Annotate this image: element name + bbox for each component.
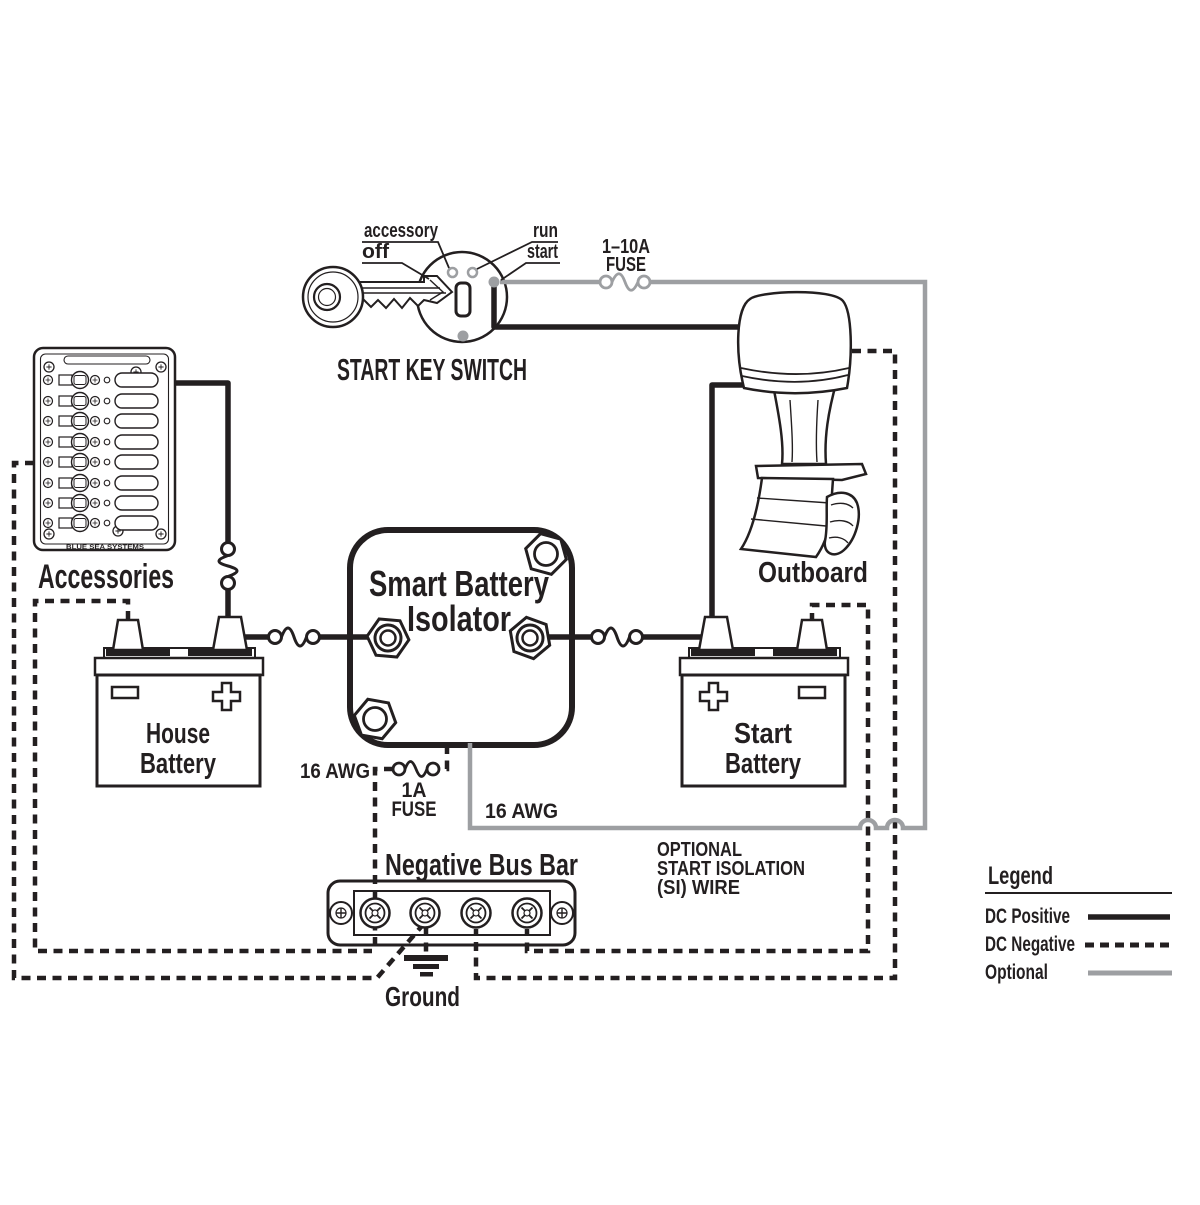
legend-item-dc-positive: DC Positive <box>985 905 1070 928</box>
si-wire-note: OPTIONAL START ISOLATION (SI) WIRE <box>657 839 805 899</box>
label-key-fuse: FUSE <box>606 254 646 276</box>
house-battery-label-2: Battery <box>140 748 216 780</box>
si-note-line2: START ISOLATION <box>657 858 805 880</box>
si-note-line1: OPTIONAL <box>657 839 742 861</box>
run-position-dot <box>466 266 479 279</box>
label-accessories: Accessories <box>38 558 174 596</box>
isolator-terminal-left <box>365 617 411 659</box>
legend-item-dc-negative: DC Negative <box>985 933 1075 956</box>
busbar-terminal-4 <box>511 897 543 929</box>
start-negative-post <box>795 618 829 652</box>
isolator-label-1: Smart Battery <box>369 563 549 604</box>
busbar-terminal-1 <box>359 897 391 929</box>
optional-si-wire <box>467 279 928 831</box>
start-battery-label-1: Start <box>734 718 792 750</box>
label-negative-bus-bar: Negative Bus Bar <box>385 847 578 882</box>
wire-outboard-negative <box>473 348 898 981</box>
outboard-motor-figure <box>736 290 868 559</box>
minus-symbol-icon <box>797 685 827 700</box>
fuse-start-positive <box>590 626 644 648</box>
label-1a-amperage: 1A <box>402 779 427 802</box>
wire-start-battery-negative <box>524 602 871 954</box>
label-1a-fuse: FUSE <box>392 798 437 821</box>
isolator-terminal-top-right <box>524 532 568 576</box>
key-switch-annotations: accessory off run start 1–10A FUSE START… <box>337 220 650 387</box>
keyhole-icon <box>454 281 472 318</box>
label-accessory: accessory <box>364 220 439 242</box>
isolator-terminal-right <box>508 615 552 661</box>
wire-accessories-negative <box>11 460 423 981</box>
house-negative-post <box>111 618 145 652</box>
accessory-position-dot <box>446 266 459 279</box>
house-battery-label-1: House <box>146 718 210 750</box>
wire-outboard-to-start-battery <box>709 382 745 622</box>
house-battery: House Battery <box>93 615 265 788</box>
isolator-terminal-bottom-left <box>352 697 398 741</box>
key-icon <box>301 265 454 329</box>
legend-title: Legend <box>988 862 1053 890</box>
leader-start <box>500 262 560 281</box>
leader-run <box>476 241 558 270</box>
fuse-accessories-wire <box>217 541 239 591</box>
legend: Legend DC Positive DC Negative Optional <box>985 862 1174 984</box>
plus-symbol-icon <box>698 681 729 712</box>
label-key-fuse-amperage: 1–10A <box>602 236 650 258</box>
outboard-cowling <box>736 290 853 395</box>
minus-symbol-icon <box>110 685 140 700</box>
fuse-key-switch-1-10a <box>598 272 652 292</box>
fuse-isolator-1a <box>391 760 441 778</box>
fuse-house-positive <box>267 626 321 648</box>
si-note-line3: (SI) WIRE <box>657 877 740 899</box>
label-16awg-negative: 16 AWG <box>300 760 370 783</box>
leader-off <box>362 262 430 280</box>
key-switch-face <box>301 250 509 344</box>
start-positive-post <box>697 615 735 652</box>
wire-isolator-negative-to-busbar <box>372 766 393 951</box>
leader-accessory <box>362 241 450 269</box>
dc-negative-wires <box>11 348 898 981</box>
wire-si-fuse-to-isolator <box>467 279 928 831</box>
label-run: run <box>533 220 558 242</box>
label-ground: Ground <box>385 981 460 1012</box>
plus-symbol-icon <box>211 681 242 712</box>
legend-item-optional: Optional <box>985 961 1048 984</box>
label-start-key-switch: START KEY SWITCH <box>337 352 527 387</box>
busbar-mount-screw-left <box>329 901 353 925</box>
dc-positive-wires <box>175 286 745 640</box>
accessories-panel: BLUE SEA SYSTEMS <box>32 346 177 552</box>
propeller-icon <box>823 491 861 556</box>
isolator-label-2: Isolator <box>407 598 511 639</box>
switch-lower-terminal-dot <box>457 330 469 342</box>
wire-isolator-negative-stub <box>439 745 450 772</box>
panel-brand-text: BLUE SEA SYSTEMS <box>66 545 144 551</box>
busbar-terminal-3 <box>460 897 492 929</box>
label-16awg-si: 16 AWG <box>485 800 558 823</box>
wire-accessories-to-fuse <box>175 380 231 543</box>
start-battery: Start Battery <box>678 615 850 788</box>
wire-house-battery-negative <box>32 598 372 954</box>
busbar-mount-screw-right <box>550 901 574 925</box>
wire-keyswitch-to-outboard <box>491 286 742 330</box>
label-outboard: Outboard <box>758 557 868 589</box>
label-start: start <box>527 241 558 263</box>
busbar-terminal-2 <box>409 897 441 929</box>
ground-symbol-icon <box>404 955 448 977</box>
smart-battery-isolator: Smart Battery Isolator <box>352 532 568 741</box>
start-position-dot <box>488 276 500 288</box>
house-positive-post <box>211 615 249 652</box>
start-battery-label-2: Battery <box>725 748 801 780</box>
label-off: off <box>362 241 389 263</box>
